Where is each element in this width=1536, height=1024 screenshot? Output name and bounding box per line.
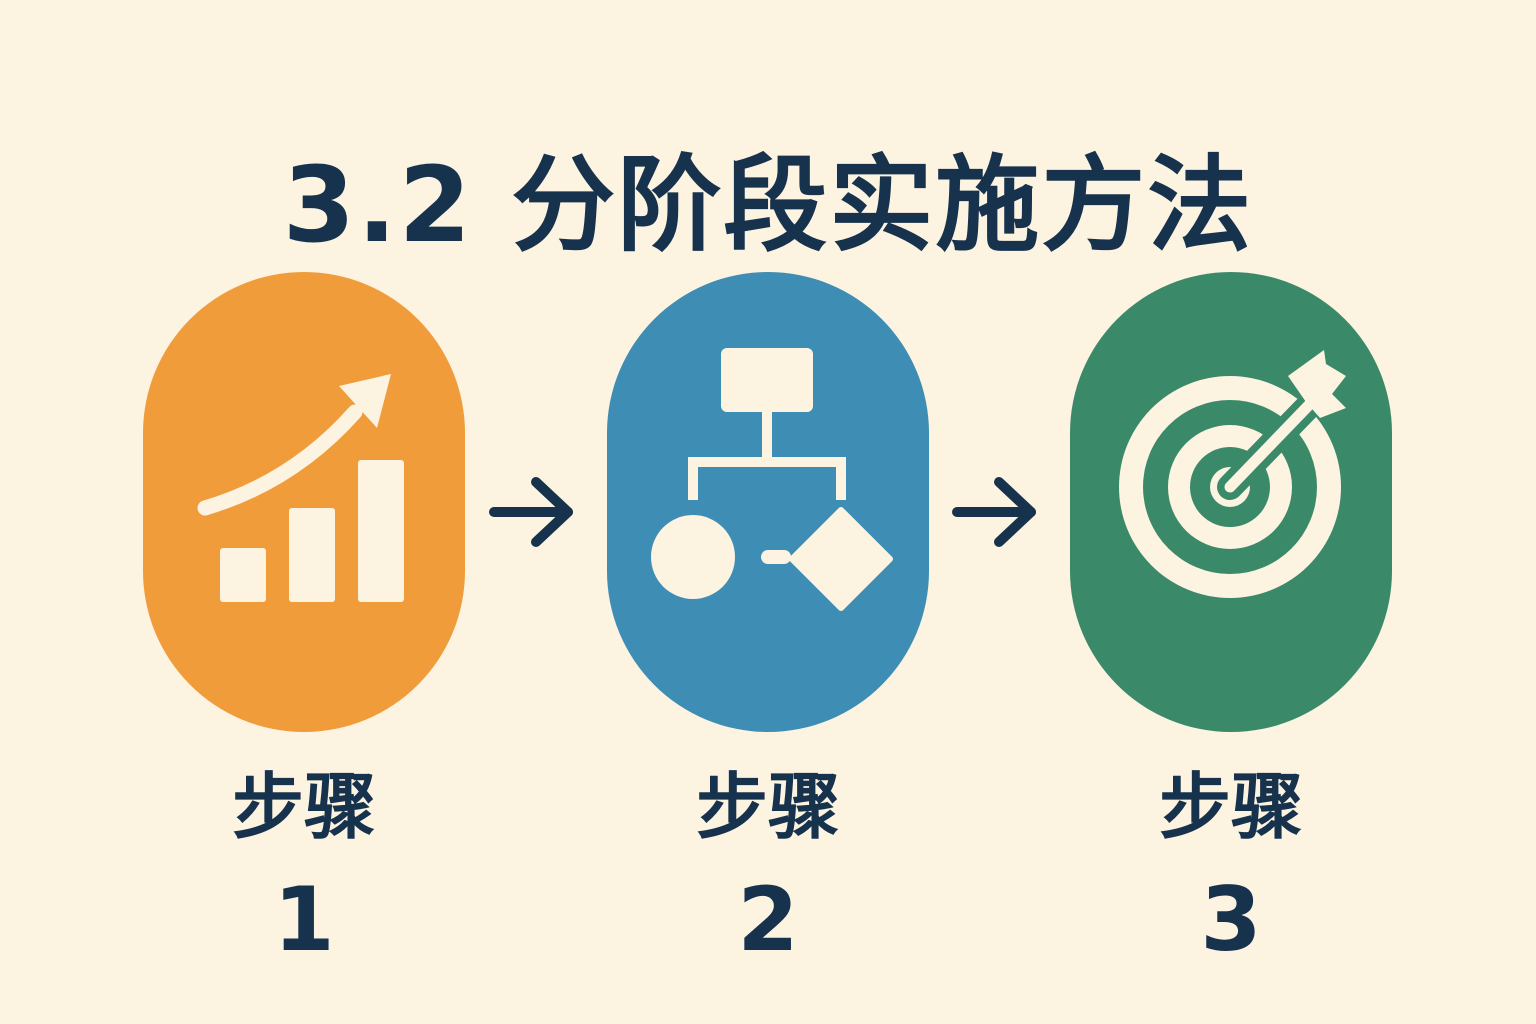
step-1-label: 步骤: [231, 765, 376, 849]
step-1-card: [143, 272, 465, 732]
target-arrow-icon: [1119, 350, 1346, 598]
step-3-card: [1070, 272, 1392, 732]
step-3-label: 步骤: [1158, 765, 1303, 849]
flowchart-icon: [651, 348, 893, 611]
growth-chart-icon: [197, 374, 404, 602]
step-3-number: 3: [1200, 868, 1262, 971]
step-2-card: [607, 272, 929, 732]
page-title: 3.2 分阶段实施方法: [282, 143, 1254, 266]
step-2-number: 2: [737, 868, 799, 971]
arrow-right-icon: [952, 477, 1036, 547]
step-2-label: 步骤: [695, 765, 840, 849]
arrow-right-icon: [489, 477, 573, 547]
step-1-number: 1: [273, 868, 335, 971]
